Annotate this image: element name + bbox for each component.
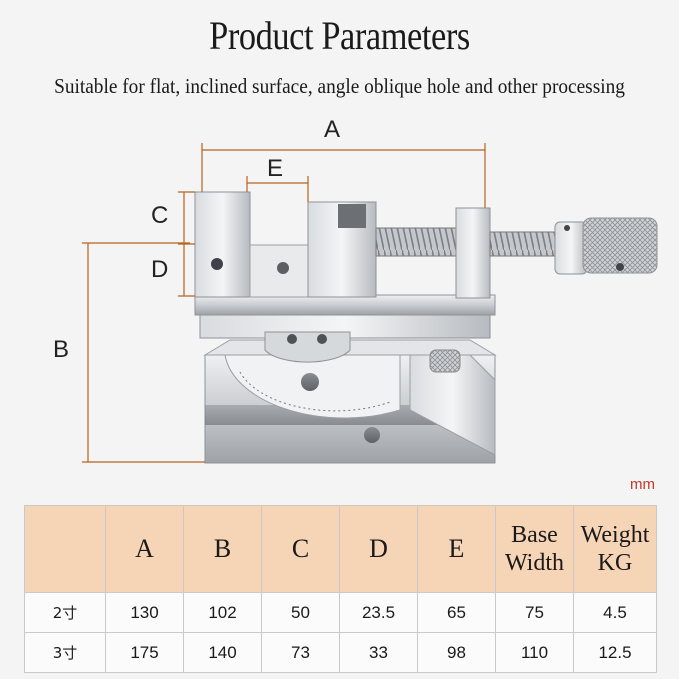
header-cell-c: C [261,505,340,593]
cell-model: 3寸 [24,632,106,673]
dimension-lines [82,143,486,463]
cell-b: 102 [183,592,262,633]
unit-label: mm [630,476,655,493]
table-row: 3寸 175 140 73 33 98 110 12.5 [24,632,657,673]
cell-a: 130 [105,592,184,633]
cell-e: 65 [417,592,496,633]
vise-illustration [82,143,658,464]
header-cell-weight: Weight KG [573,505,657,593]
cell-weight: 12.5 [573,632,657,673]
header-base-width-line1: Base [511,522,558,548]
dimension-label-d: D [151,256,169,283]
product-figure: A E C D B [0,110,679,480]
cell-b: 140 [183,632,262,673]
dimension-label-c: C [151,202,169,229]
page-subtitle: Suitable for flat, inclined surface, ang… [54,74,625,98]
cell-base-width: 75 [495,592,574,633]
header-cell-b: B [183,505,262,593]
table-header-row: A B C D E Base Width Weight KG [24,505,657,593]
dimension-label-e: E [267,155,284,182]
cell-d: 23.5 [339,592,418,633]
cell-base-width: 110 [495,632,574,673]
page-title: Product Parameters [209,13,470,58]
header-weight-line2: KG [597,550,633,576]
cell-a: 175 [105,632,184,673]
header-cell-d: D [339,505,418,593]
cell-d: 33 [339,632,418,673]
header-base-width-line2: Width [504,550,565,576]
dimension-label-a: A [324,116,341,143]
header-cell-a: A [105,505,184,593]
header-cell-e: E [417,505,496,593]
header-cell-model [24,505,106,593]
cell-c: 73 [261,632,340,673]
dimension-label-b: B [53,336,70,363]
header-cell-base-width: Base Width [495,505,574,593]
header-weight-line1: Weight [580,522,650,548]
cell-weight: 4.5 [573,592,657,633]
table-row: 2寸 130 102 50 23.5 65 75 4.5 [24,592,657,633]
parameters-table: A B C D E Base Width Weight KG 2寸 130 10… [24,505,657,673]
cell-model: 2寸 [24,592,106,633]
cell-e: 98 [417,632,496,673]
cell-c: 50 [261,592,340,633]
